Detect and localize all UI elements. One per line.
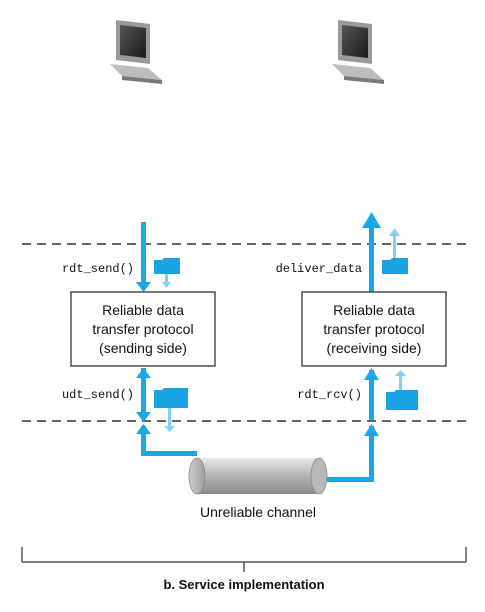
sender-box-line-2: transfer protocol (92, 321, 193, 337)
rdt-rcv-label: rdt_rcv() (297, 388, 362, 402)
sender-box-line-1: Reliable data (102, 302, 184, 318)
sender-data-flow-arrows (136, 222, 197, 456)
receiver-computer-icon (332, 20, 384, 84)
packet-icon (382, 228, 408, 274)
receiver-box-line-3: (receiving side) (327, 340, 422, 356)
receiver-box-line-2: transfer protocol (323, 321, 424, 337)
sender-box-line-3: (sending side) (99, 340, 187, 356)
receiver-protocol-box: Reliable data transfer protocol (receivi… (301, 291, 447, 367)
figure-caption: b. Service implementation (163, 577, 324, 592)
channel-label: Unreliable channel (200, 504, 316, 520)
packet-icon (386, 370, 418, 410)
rdt-send-label: rdt_send() (62, 262, 134, 276)
sender-protocol-box: Reliable data transfer protocol (sending… (70, 291, 216, 367)
caption-bracket (21, 547, 467, 572)
packet-icon (154, 388, 188, 432)
receiver-box-line-1: Reliable data (333, 302, 415, 318)
channel-pipe-icon (188, 457, 328, 495)
deliver-data-label: deliver_data (276, 262, 362, 276)
receiver-data-flow-arrows (318, 212, 381, 482)
udt-send-label: udt_send() (62, 388, 134, 402)
packet-icon (154, 258, 180, 288)
sender-computer-icon (110, 20, 162, 84)
